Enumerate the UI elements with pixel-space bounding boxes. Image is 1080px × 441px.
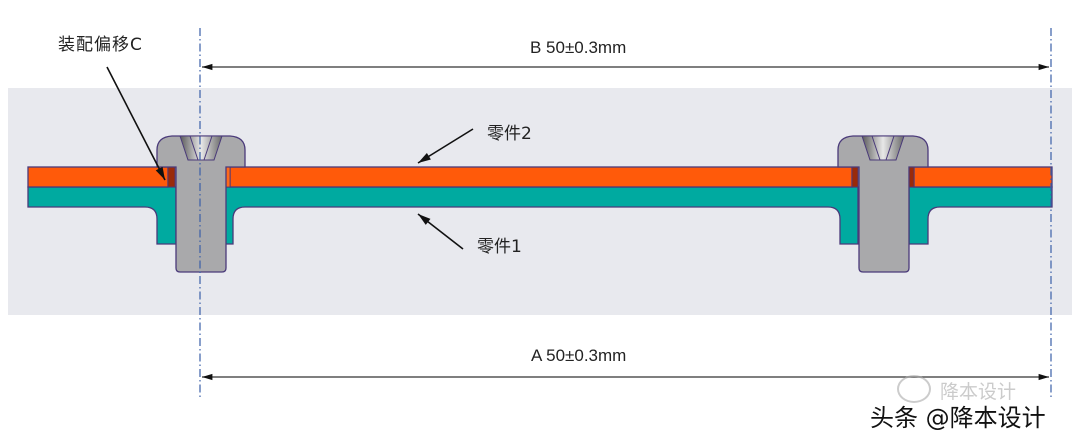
offset-leader-arrow-icon <box>106 66 166 181</box>
chat-bubble-icon <box>897 375 931 403</box>
dimension-a-label: A 50±0.3mm <box>531 346 627 365</box>
part2-label: 零件2 <box>487 124 532 144</box>
assembly-offset-label: 装配偏移C <box>58 35 143 55</box>
part1-teal-plate <box>27 186 1053 245</box>
dimension-b-label: B 50±0.3mm <box>530 38 627 57</box>
watermark-brand: 降本设计 <box>940 381 1017 403</box>
watermark-source: 头条 @降本设计 <box>870 404 1046 432</box>
left-fastener <box>156 135 246 273</box>
part1-leader-arrow-icon <box>417 213 464 250</box>
right-fastener <box>837 135 929 273</box>
part2-orange-plate <box>27 166 1053 188</box>
part2-leader-arrow-icon <box>417 128 474 164</box>
part1-label: 零件1 <box>477 237 522 257</box>
